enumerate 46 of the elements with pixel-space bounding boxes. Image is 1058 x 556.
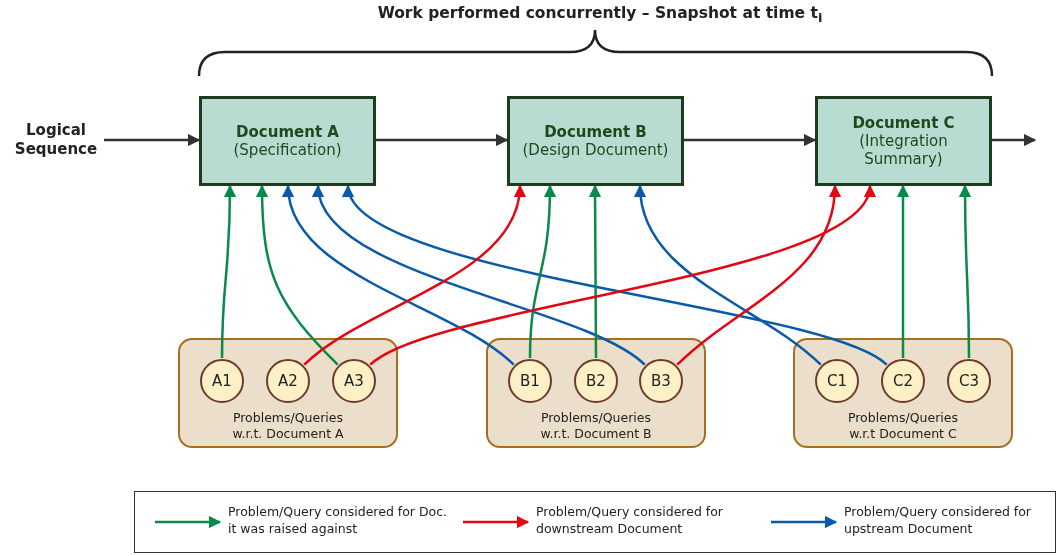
query-label: B3 bbox=[651, 372, 671, 390]
document-title: Document A bbox=[236, 123, 339, 141]
document-subtitle: (Integration Summary) bbox=[858, 132, 949, 168]
query-circle bbox=[332, 359, 376, 403]
document-subtitle: (Specification) bbox=[232, 141, 343, 159]
query-circle bbox=[639, 359, 683, 403]
query-circle bbox=[266, 359, 310, 403]
arrow bbox=[992, 133, 1037, 147]
arrow bbox=[104, 133, 201, 147]
query-circle bbox=[200, 359, 244, 403]
group-label: Problems/Queries w.r.t. Document A bbox=[231, 409, 345, 442]
legend-text: Problem/Query considered for Doc. it was raised against bbox=[228, 504, 449, 538]
sequence-label: Logical Sequence bbox=[13, 120, 99, 160]
arrow bbox=[958, 184, 972, 358]
document-subtitle: (Design Document) bbox=[521, 141, 670, 159]
group-panel bbox=[486, 338, 706, 448]
document-title: Document B bbox=[544, 123, 647, 141]
query-circle bbox=[508, 359, 552, 403]
arrow bbox=[376, 133, 509, 147]
query-circle bbox=[815, 359, 859, 403]
group-panel bbox=[793, 338, 1013, 448]
legend-text: Problem/Query considered for upstream Document bbox=[844, 504, 1032, 538]
query-label: C3 bbox=[959, 372, 979, 390]
arrow bbox=[255, 184, 339, 366]
query-circle bbox=[947, 359, 991, 403]
query-label: C2 bbox=[893, 372, 913, 390]
document-box bbox=[507, 96, 684, 186]
arrow bbox=[896, 184, 910, 358]
arrow bbox=[684, 133, 817, 147]
document-box bbox=[199, 96, 376, 186]
query-label: B1 bbox=[520, 372, 540, 390]
document-box bbox=[815, 96, 992, 186]
group-panel bbox=[178, 338, 398, 448]
group-label: Problems/Queries w.r.t. Document B bbox=[539, 409, 653, 442]
query-circle bbox=[881, 359, 925, 403]
legend-text: Problem/Query considered for downstream Document bbox=[536, 504, 724, 538]
document-title: Document C bbox=[852, 114, 955, 132]
query-label: C1 bbox=[827, 372, 847, 390]
diagram-title: Work performed concurrently – Snapshot at time t$_{i}$ bbox=[376, 4, 824, 26]
query-label: B2 bbox=[586, 372, 606, 390]
group-label: Problems/Queries w.r.t Document C bbox=[846, 409, 960, 442]
query-label: A2 bbox=[278, 372, 298, 390]
query-label: A3 bbox=[344, 372, 364, 390]
query-circle bbox=[574, 359, 618, 403]
query-label: A1 bbox=[212, 372, 232, 390]
arrow bbox=[220, 184, 237, 358]
